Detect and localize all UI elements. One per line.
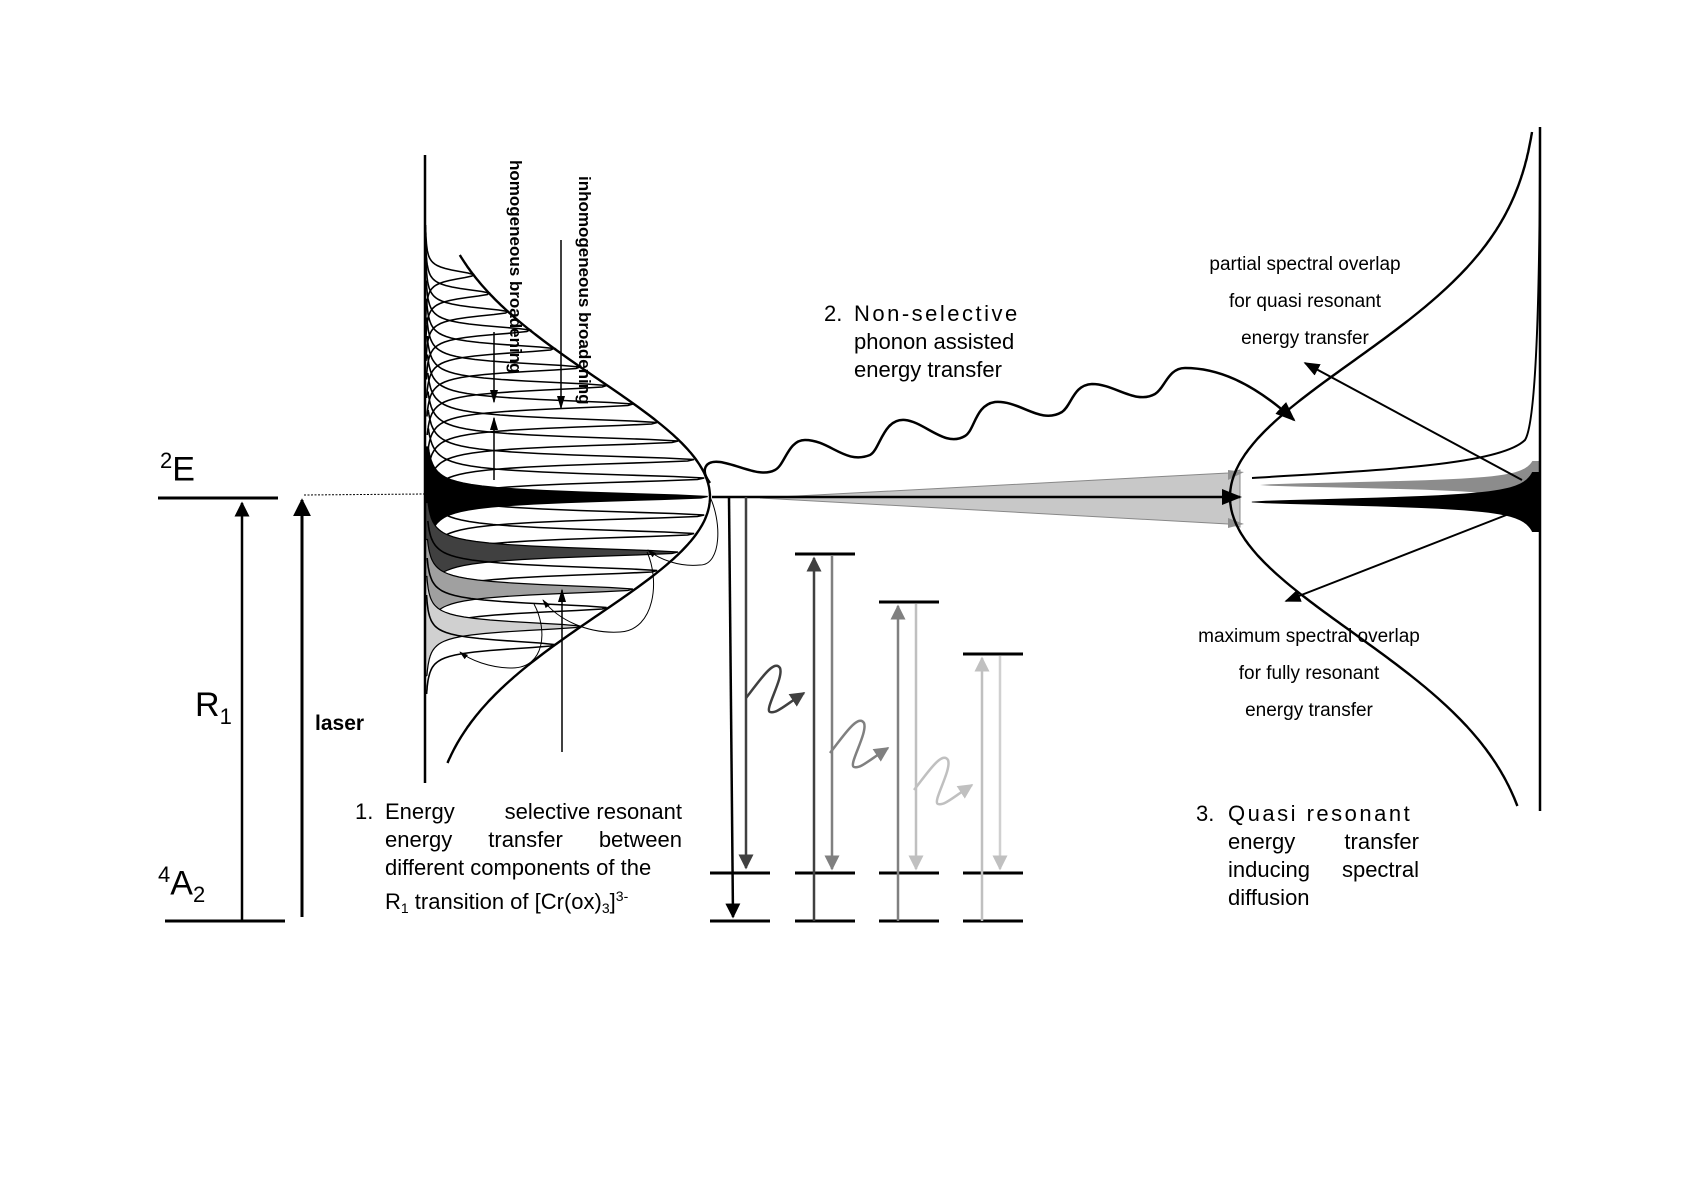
inhomogeneous-broadening-label: inhomogeneous broadening xyxy=(575,176,594,405)
inhomogeneous-band-right xyxy=(1228,126,1542,811)
step1-line-3: different components of the xyxy=(385,855,652,880)
spectral-component xyxy=(425,595,557,695)
resonant-transfer-arrows xyxy=(459,494,719,669)
partial-overlap-line-1: partial spectral overlap xyxy=(1209,254,1401,275)
energy-transfer-cone xyxy=(712,469,1244,528)
maximum-overlap-line-1: maximum spectral overlap xyxy=(1198,626,1420,647)
phonon-emission-squiggle xyxy=(745,664,806,714)
r1-transition-label: R1 xyxy=(195,686,232,729)
curl-arrow-3 xyxy=(459,603,543,669)
energy-level-scheme xyxy=(158,493,425,923)
spectral-component xyxy=(426,354,634,454)
partial-overlap-note: partial spectral overlap for quasi reson… xyxy=(1190,246,1420,357)
partial-overlap-line-2: for quasi resonant xyxy=(1228,291,1382,312)
maximum-overlap-line-2: for fully resonant xyxy=(1238,663,1380,684)
narrow-peak-black xyxy=(1251,472,1540,532)
laser-dotted-guide xyxy=(303,493,425,496)
step3-line-1: Quasi resonant xyxy=(1228,801,1413,826)
laser-label: laser xyxy=(315,712,365,735)
spectral-component xyxy=(427,520,658,621)
spectral-component-highlight xyxy=(424,575,581,678)
step3-number: 3. xyxy=(1196,801,1215,826)
homogeneous-broadening-label: homogeneous broadening xyxy=(506,160,525,374)
curl-arrow-2 xyxy=(542,551,654,633)
narrow-peak-gray xyxy=(1260,461,1540,509)
step2-number: 2. xyxy=(824,301,843,326)
ground-state-label: 4A2 xyxy=(158,862,206,908)
step2-line-1: Non-selective xyxy=(854,301,1020,326)
partial-overlap-pointer xyxy=(1303,362,1523,481)
maximum-overlap-line-3: energy transfer xyxy=(1245,700,1373,721)
spectral-component xyxy=(426,317,581,417)
phonon-emission-squiggle xyxy=(913,756,974,806)
cone-fill xyxy=(759,469,1241,528)
band-envelope xyxy=(446,254,712,764)
step2-line-3: energy transfer xyxy=(854,357,1002,382)
emission-arrow-black xyxy=(725,496,741,919)
inhomogeneous-band-left xyxy=(423,155,712,783)
step1-line-4: R1 transition of [Cr(ox)3]3- xyxy=(385,888,629,916)
excited-state-label: 2E xyxy=(160,448,195,489)
phonon-wavy-arrow xyxy=(703,366,1296,484)
maximum-overlap-pointer xyxy=(1284,511,1515,602)
curl-arrow-1 xyxy=(647,494,719,566)
phonon-emission-squiggle xyxy=(829,719,890,769)
phonon-relaxation-ladders xyxy=(710,496,1023,923)
band-envelope xyxy=(1228,131,1534,807)
partial-overlap-line-3: energy transfer xyxy=(1241,328,1369,349)
maximum-overlap-note: maximum spectral overlap for fully reson… xyxy=(1184,618,1434,729)
step1-number: 1. xyxy=(355,799,374,824)
spectral-component xyxy=(425,299,557,399)
step2-line-2: phonon assisted xyxy=(854,329,1015,354)
step2-description: Non-selective phonon assisted energy tra… xyxy=(854,300,1020,384)
step3-line-4: diffusion xyxy=(1228,885,1310,910)
